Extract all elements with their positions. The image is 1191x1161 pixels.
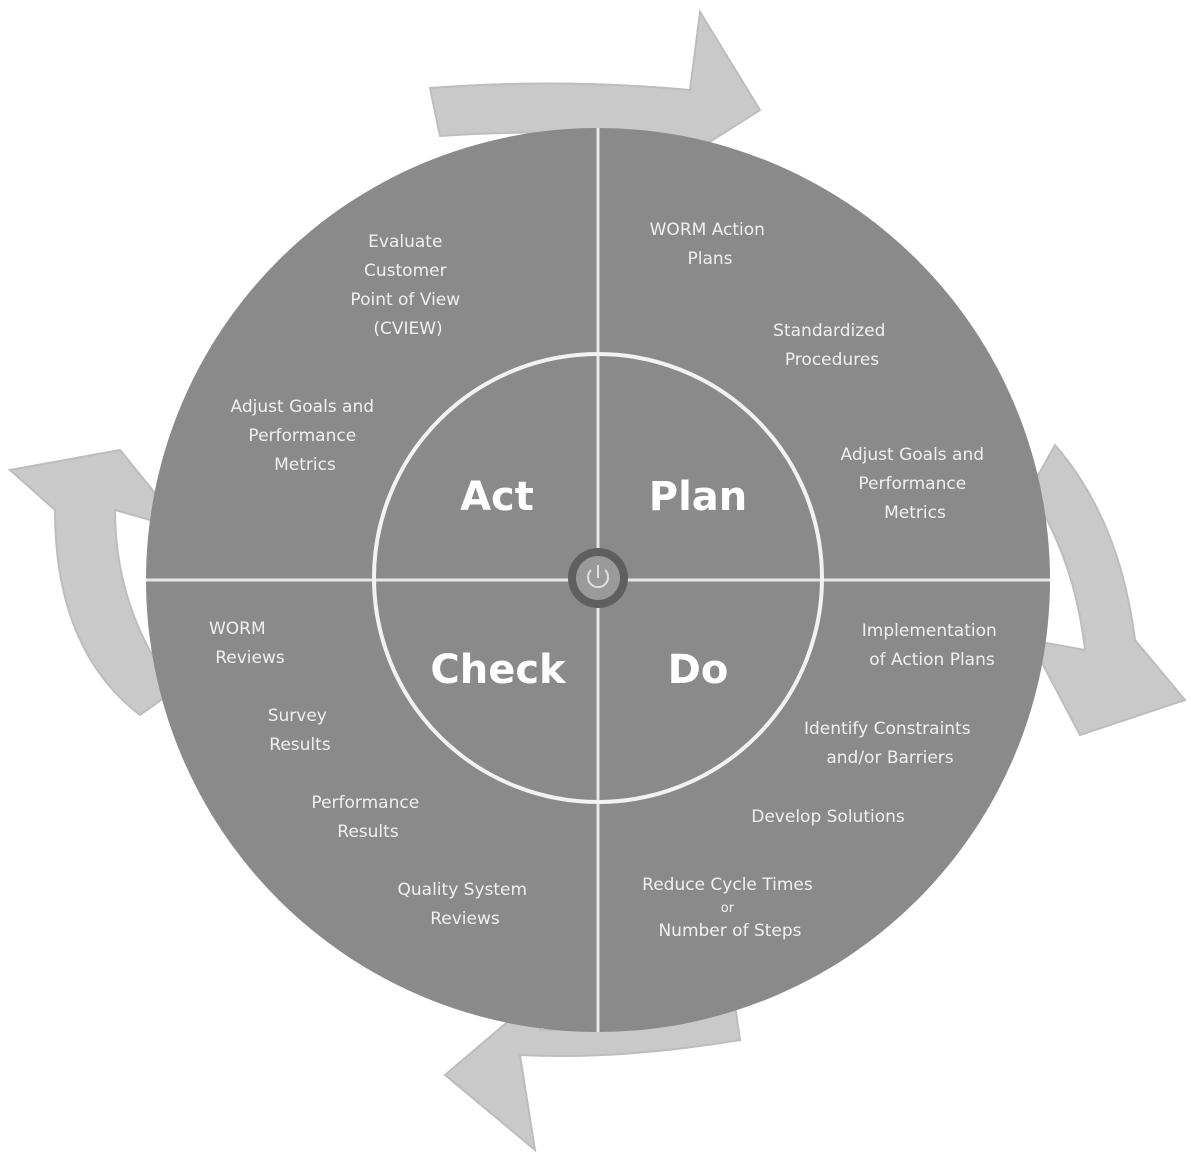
evaluate-customer-item: Evaluate Customer Point of View (CVIEW) <box>350 232 465 339</box>
right-cycle-arrow <box>1028 443 1187 737</box>
quality-system-reviews-item: Quality System Reviews <box>398 880 533 929</box>
develop-solutions-item: Develop Solutions <box>751 807 905 827</box>
identify-constraints-item: Identify Constraints and/or Barriers <box>804 719 976 768</box>
adjust-goals-plan-item: Adjust Goals and Performance Metrics <box>841 445 990 523</box>
power-icon <box>568 548 628 608</box>
adjust-goals-act-item: Adjust Goals and Performance Metrics <box>231 397 380 475</box>
inner-ring <box>372 352 824 804</box>
reduce-cycle-item: Reduce Cycle Times or Number of Steps <box>642 875 818 941</box>
implementation-item: Implementation of Action Plans <box>862 621 1002 670</box>
act-label: Act <box>460 474 534 520</box>
left-cycle-arrow <box>7 448 188 717</box>
standardized-procedures-item: Standardized Procedures <box>773 321 891 370</box>
worm-action-plans-item: WORM Action Plans <box>650 220 771 269</box>
survey-results-item: Survey Results <box>268 706 333 755</box>
performance-results-item: Performance Results <box>311 793 424 842</box>
plan-label: Plan <box>649 474 748 520</box>
do-label: Do <box>668 647 729 693</box>
worm-reviews-item: WORM Reviews <box>209 619 285 668</box>
check-label: Check <box>430 647 567 693</box>
